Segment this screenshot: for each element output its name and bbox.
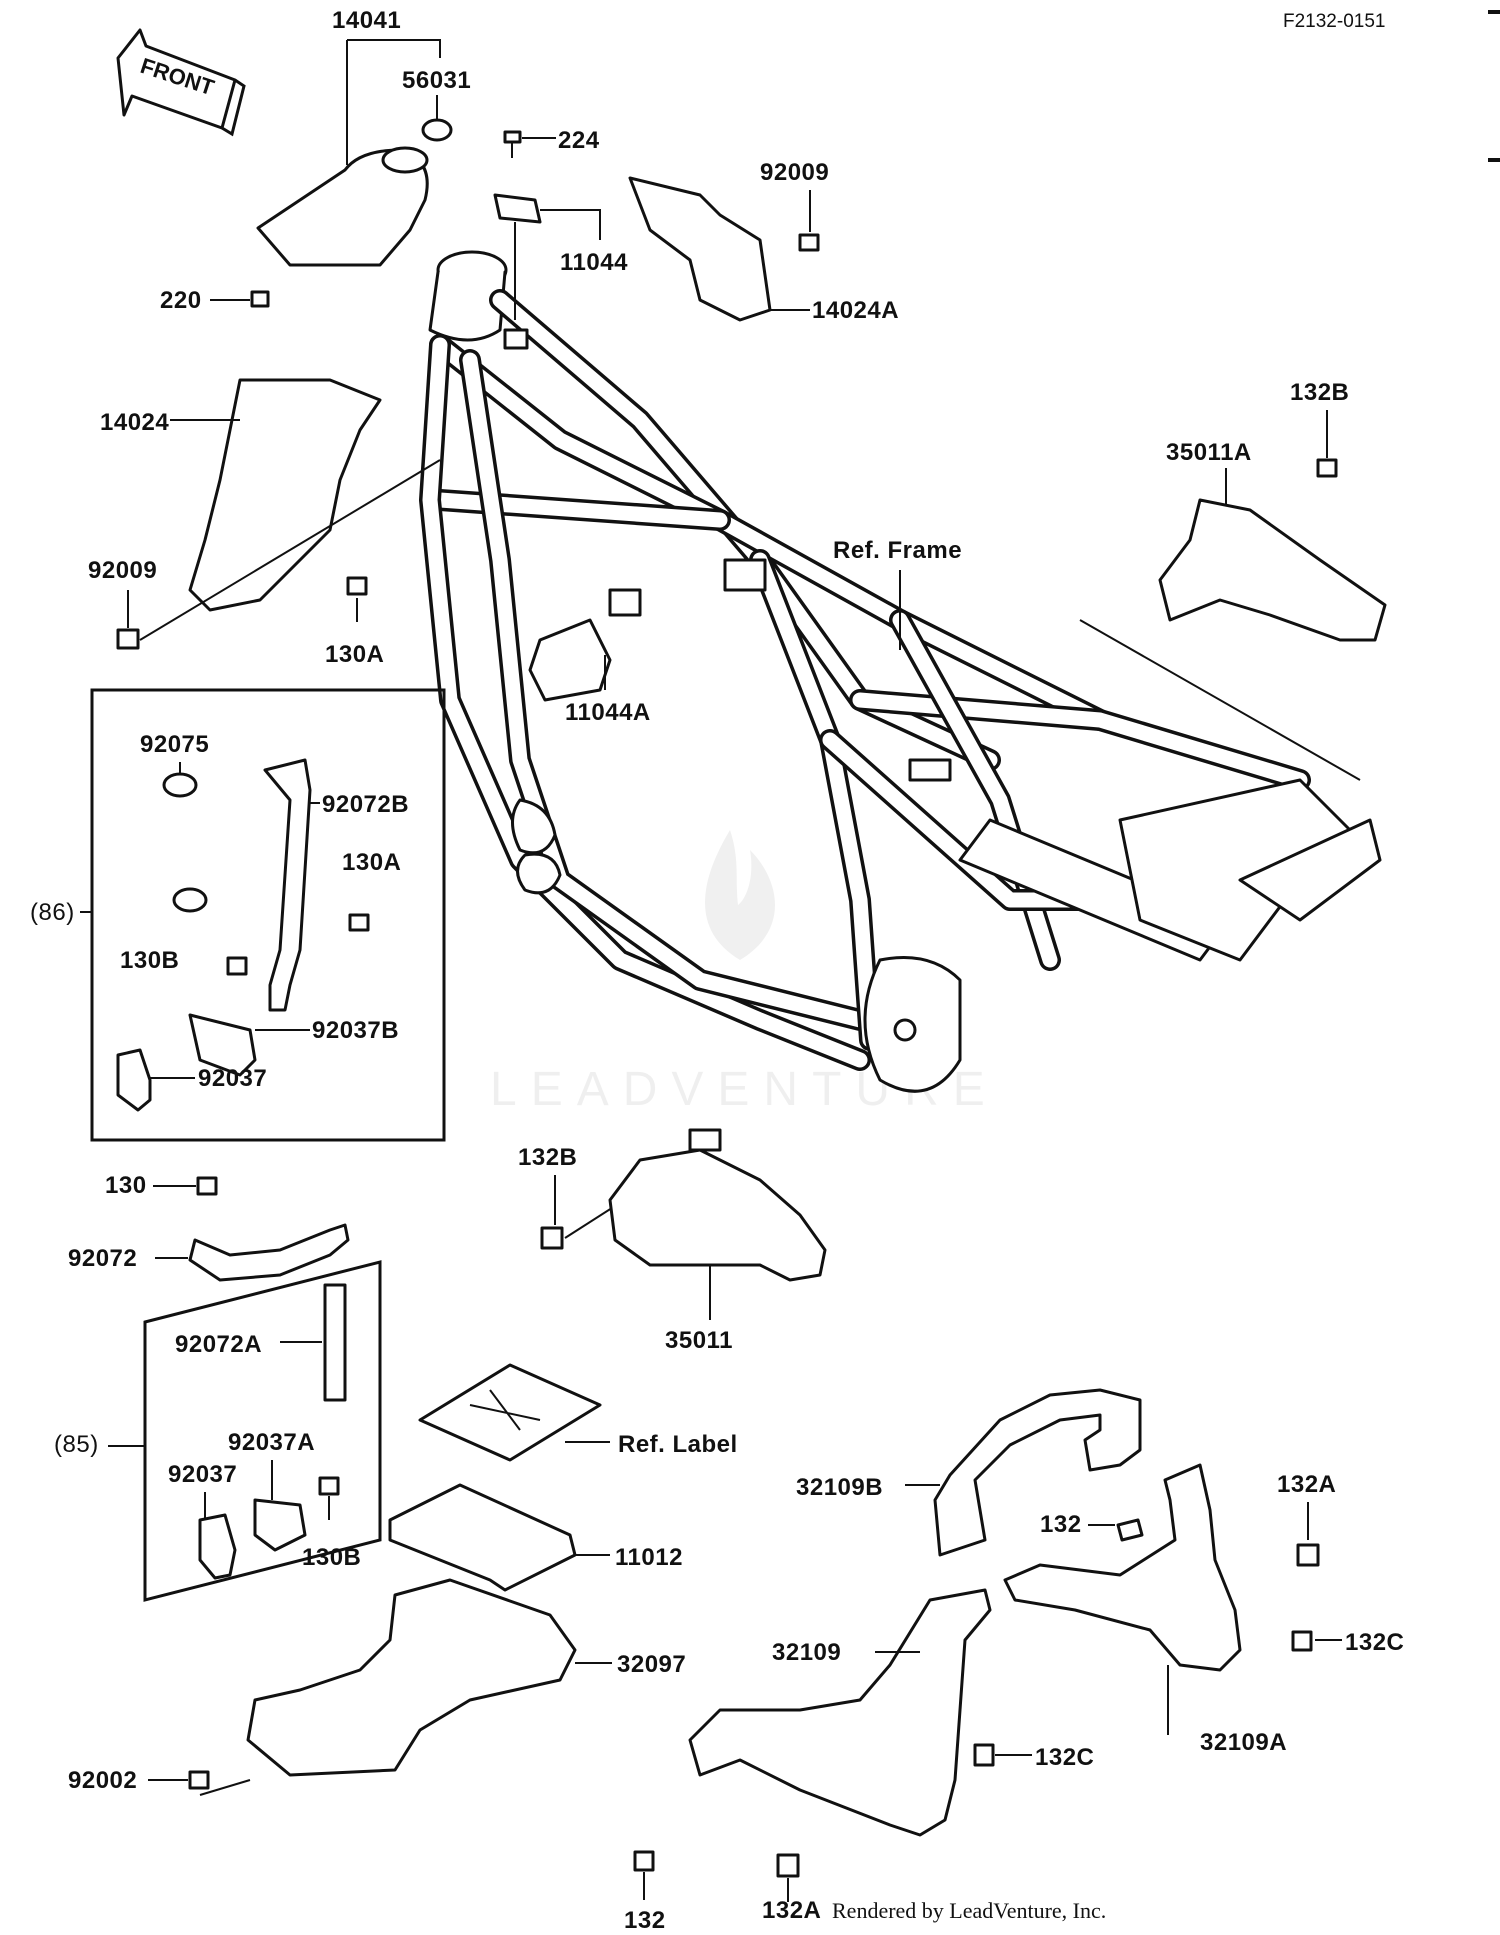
part-130-bolt [196,1176,218,1196]
label-92002: 92002 [68,1767,137,1794]
part-56031-washer [421,118,453,142]
label-32109A: 32109A [1200,1729,1287,1756]
label-92037B: 92037B [312,1017,399,1044]
part-220-screw [250,290,270,308]
label-132B-top: 132B [1290,379,1349,406]
label-132C-right: 132C [1345,1629,1404,1656]
part-ref-label-sticker [418,1363,602,1462]
part-132C-bolt-mid [973,1743,995,1767]
part-132A-bolt-bottom [776,1853,800,1878]
part-132B-bolt-top [1316,458,1338,478]
footer-credit: Rendered by LeadVenture, Inc. [832,1898,1106,1923]
part-11044A-bracket [528,618,612,702]
label-130: 130 [105,1172,147,1199]
label-14041: 14041 [332,7,401,34]
label-32097: 32097 [617,1651,686,1678]
part-32109A-bracket [1003,1463,1242,1672]
label-ref-frame: Ref. Frame [833,537,962,564]
label-132-bottom: 132 [624,1907,666,1934]
part-92072A-strap [323,1283,347,1402]
label-92037-box86: 92037 [198,1065,267,1092]
part-35011-bracket [608,1148,827,1282]
label-32109B: 32109B [796,1474,883,1501]
label-11044A: 11044A [565,699,651,726]
part-92009-bolt-left [116,628,140,650]
part-32109B-rail [933,1388,1142,1557]
label-35011A: 35011A [1166,439,1252,466]
label-130B-box: 130B [120,947,179,974]
label-ref-label: Ref. Label [618,1431,738,1458]
label-11044: 11044 [560,249,628,276]
part-11044-bracket [493,193,542,224]
label-group-86: (86) [30,899,75,926]
label-92037-box85: 92037 [168,1461,237,1488]
label-92072: 92072 [68,1245,137,1272]
label-132C-mid: 132C [1035,1744,1094,1771]
page-edge-mark-2 [1488,158,1500,162]
label-92072B: 92072B [322,791,409,818]
part-92037B-clip [188,1013,257,1077]
label-14024: 14024 [100,409,169,436]
label-14024A: 14024A [812,297,899,324]
label-92075: 92075 [140,731,209,758]
part-132-bolt-bottom [633,1850,655,1872]
part-92009-bolt-top [798,233,820,252]
label-220: 220 [160,287,202,314]
label-56031: 56031 [402,67,471,94]
part-130B-box85-bolt [318,1476,340,1496]
label-32109: 32109 [772,1639,841,1666]
part-92037-clip-86 [116,1048,152,1112]
diagram-code: F2132-0151 [1283,11,1385,32]
main-frame [419,250,1382,1152]
part-32109-rail [688,1588,992,1837]
part-130A-bolt [346,576,368,596]
front-arrow-icon: FRONT [116,28,246,137]
part-130A-box-bolt [348,913,370,932]
part-92002-screw [188,1770,210,1790]
part-14041-cover [256,146,429,267]
label-130A: 130A [325,641,384,668]
label-130A-box: 130A [342,849,401,876]
group-86-box [90,688,446,1142]
label-132A-right: 132A [1277,1471,1336,1498]
label-11012: 11012 [615,1544,683,1571]
group-85-box [143,1260,382,1602]
part-132-bolt-right [1116,1518,1144,1542]
label-224: 224 [558,127,600,154]
part-32097-tray [246,1578,577,1777]
part-132C-bolt-right [1291,1630,1313,1652]
part-132A-bolt-right [1296,1543,1320,1567]
label-35011: 35011 [665,1327,733,1354]
part-92072B-strap [263,758,312,1012]
label-group-85: (85) [54,1431,99,1458]
part-224-bolt [503,130,522,158]
part-92075-washer-1 [162,772,198,798]
part-14024-cover [188,378,382,612]
page-edge-mark [1488,10,1500,14]
label-92009-top: 92009 [760,159,829,186]
watermark-flame-icon [705,830,775,960]
label-92072A: 92072A [175,1331,262,1358]
part-92072-strap [188,1223,350,1282]
label-92009-left: 92009 [88,557,157,584]
part-14024A-cover [628,176,772,322]
part-132B-bolt-mid [540,1226,564,1250]
part-92037A-clip [253,1498,307,1552]
part-130B-box-bolt [226,956,248,976]
label-132B-mid: 132B [518,1144,577,1171]
part-11012-cover [388,1483,577,1592]
label-132-right: 132 [1040,1511,1082,1538]
label-130B-box85: 130B [302,1544,361,1571]
label-92037A: 92037A [228,1429,315,1456]
part-92075-washer-2 [172,887,208,913]
label-132A-bottom: 132A [762,1897,821,1924]
part-35011A-bracket [1158,498,1387,642]
part-92037-clip-85 [198,1513,237,1580]
